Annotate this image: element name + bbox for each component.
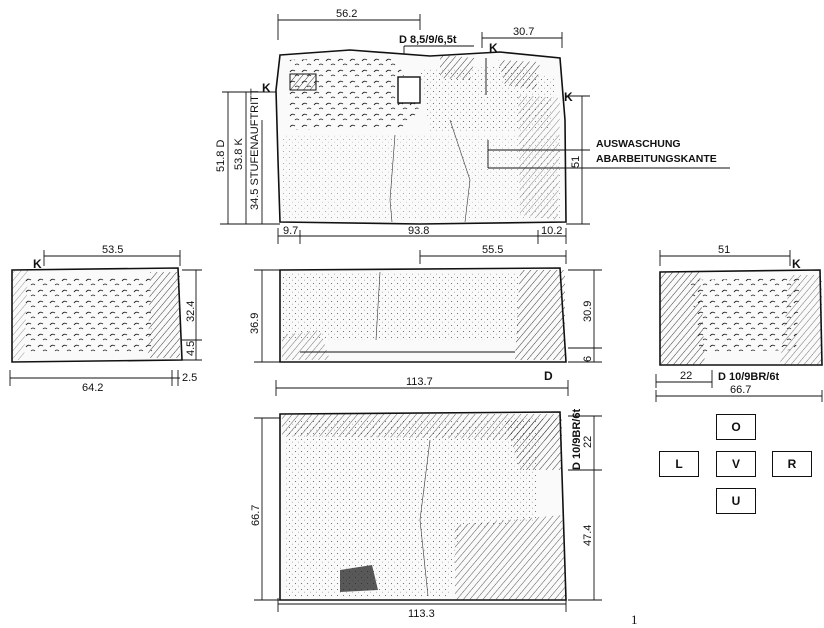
dim-left-mid: 53.8 K xyxy=(233,138,245,170)
page-number: 1 xyxy=(631,612,638,627)
key-box-u: U xyxy=(716,488,756,514)
dim-bottom: 66.7 xyxy=(730,384,751,396)
sample-label-vertical: D 10/9BR/6t xyxy=(571,409,583,470)
k-marker: K xyxy=(792,257,801,271)
dim-bottom-mid: 93.8 xyxy=(408,225,429,237)
k-marker-left: K xyxy=(262,81,271,95)
d-marker: D xyxy=(544,369,553,383)
key-box-v: V xyxy=(716,451,756,477)
view-right: 51 K 22 D 10/9BR/6t 66.7 xyxy=(655,244,823,402)
dim-right-lower: 47.4 xyxy=(582,525,594,546)
view-left: 53.5 K 32.4 4.5 64.2 2.5 xyxy=(9,244,202,394)
dim-top-right: 30.7 xyxy=(513,26,534,38)
note-auswaschung: AUSWASCHUNG xyxy=(596,138,681,150)
dim-top: 55.5 xyxy=(482,244,503,256)
dim-top-left: 56.2 xyxy=(336,8,357,20)
k-marker-right: K xyxy=(564,90,573,104)
dim-bottom-left: 22 xyxy=(680,370,692,382)
key-box-o: O xyxy=(716,414,756,440)
dim-top: 51 xyxy=(718,244,730,256)
sample-hole xyxy=(397,76,421,104)
view-front: 55.5 36.9 30.9 6 D 113.7 xyxy=(249,244,602,396)
tooled-surface xyxy=(288,56,420,130)
dim-bottom: 113.3 xyxy=(408,608,435,620)
sample-label: D 10/9BR/6t xyxy=(718,371,779,383)
k-marker: K xyxy=(33,257,42,271)
dim-bottom-small: 2.5 xyxy=(182,372,197,384)
dim-bottom-left: 9.7 xyxy=(283,225,298,237)
sample-label: D 8,5/9/6,5t xyxy=(399,34,457,46)
dim-right-upper: 32.4 xyxy=(185,301,197,322)
key-box-l: L xyxy=(659,451,699,477)
dim-left-inner: 34.5 STUFENAUFTRITT xyxy=(249,88,261,210)
dim-bottom: 64.2 xyxy=(82,382,103,394)
dim-right-upper: 30.9 xyxy=(582,301,594,322)
dim-left: 66.7 xyxy=(250,505,262,526)
dim-bottom-right: 10.2 xyxy=(541,225,562,237)
k-marker-top: K xyxy=(489,41,498,55)
dim-right-lower: 4.5 xyxy=(185,341,197,356)
dim-top: 53.5 xyxy=(102,244,123,256)
dim-bottom: 113.7 xyxy=(406,376,433,388)
dim-right-lower: 6 xyxy=(582,356,594,362)
view-top: 56.2 30.7 D 8,5/9/6,5t K K K 51.8 D 53.8… xyxy=(215,8,730,244)
dim-right: 51 xyxy=(570,156,582,168)
key-box-r: R xyxy=(772,451,812,477)
dim-right-upper: 22 xyxy=(582,436,594,448)
dim-left-outer: 51.8 D xyxy=(215,140,227,172)
note-abarbeitungskante: ABARBEITUNGSKANTE xyxy=(596,153,717,165)
dim-left: 36.9 xyxy=(249,313,261,334)
view-bottom: 66.7 D 10/9BR/6t 22 47.4 113.3 xyxy=(250,409,602,620)
